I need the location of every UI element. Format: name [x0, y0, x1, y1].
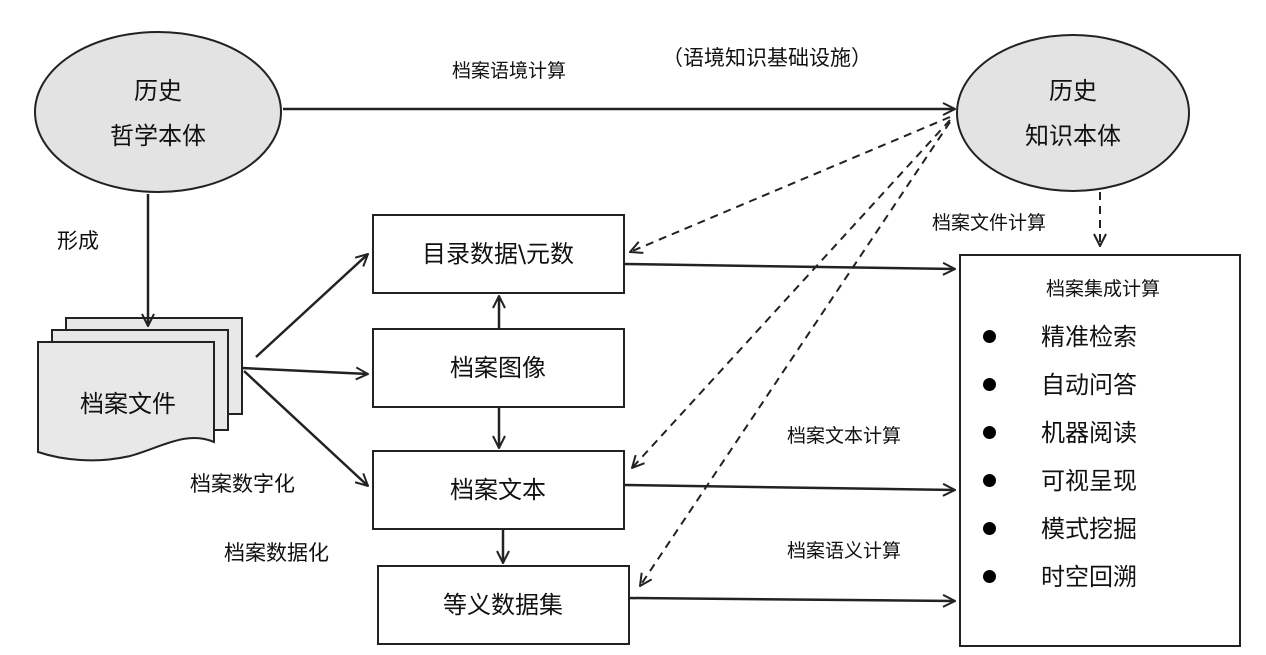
archive-files-stack [37, 317, 243, 462]
integration-item-5: 模式挖掘 [1041, 515, 1137, 543]
datafication-label: 档案数据化 [224, 541, 329, 565]
archive-files-label: 档案文件 [80, 390, 176, 418]
form-label: 形成 [57, 229, 99, 253]
semantic-compute-label: 档案语义计算 [787, 540, 902, 562]
bullet-icon [983, 570, 996, 583]
arrow-files-to-catalog [255, 254, 368, 358]
dashed-arrow-to-catalog [630, 116, 951, 252]
history-knowledge-label-2: 知识本体 [1025, 122, 1121, 150]
text-compute-label: 档案文本计算 [787, 425, 902, 447]
integration-item-3: 机器阅读 [1041, 419, 1137, 447]
history-knowledge-label-1: 历史 [1049, 77, 1097, 105]
archive-text-box [372, 450, 625, 530]
bullet-icon [983, 522, 996, 535]
bullet-icon [983, 474, 996, 487]
archive-image-label: 档案图像 [450, 354, 546, 382]
context-compute-label: 档案语境计算 [452, 60, 567, 82]
history-knowledge-ellipse [956, 34, 1190, 192]
integration-item-2: 自动问答 [1041, 371, 1137, 399]
arrow-files-to-image [241, 368, 368, 374]
integration-item-6: 时空回溯 [1041, 563, 1137, 591]
integration-title: 档案集成计算 [1045, 278, 1161, 300]
arrow-dataset-to-integration [628, 598, 955, 601]
arrow-catalog-to-integration [623, 264, 955, 269]
integration-item-1: 精准检索 [1041, 323, 1137, 351]
archive-text-label: 档案文本 [450, 476, 546, 504]
catalog-metadata-box [372, 214, 625, 294]
digitization-label: 档案数字化 [190, 472, 295, 496]
archive-image-box [372, 328, 625, 408]
bullet-icon [983, 426, 996, 439]
history-philosophy-label-2: 哲学本体 [110, 122, 206, 150]
history-philosophy-ellipse [34, 31, 282, 193]
arrow-files-to-text [243, 370, 368, 486]
history-philosophy-label-1: 历史 [134, 77, 182, 105]
catalog-metadata-label: 目录数据\元数 [421, 240, 575, 268]
bullet-icon [983, 378, 996, 391]
arrow-text-to-integration [623, 485, 955, 490]
equivalent-dataset-label: 等义数据集 [443, 591, 563, 619]
bullet-icon [983, 330, 996, 343]
equivalent-dataset-box [377, 565, 630, 645]
dashed-arrow-to-text [632, 119, 951, 468]
integration-item-4: 可视呈现 [1041, 467, 1137, 495]
dashed-arrow-to-dataset [640, 121, 951, 586]
file-compute-label: 档案文件计算 [932, 212, 1047, 234]
infrastructure-label: （语境知识基础设施） [662, 46, 872, 70]
integration-box [959, 254, 1241, 647]
